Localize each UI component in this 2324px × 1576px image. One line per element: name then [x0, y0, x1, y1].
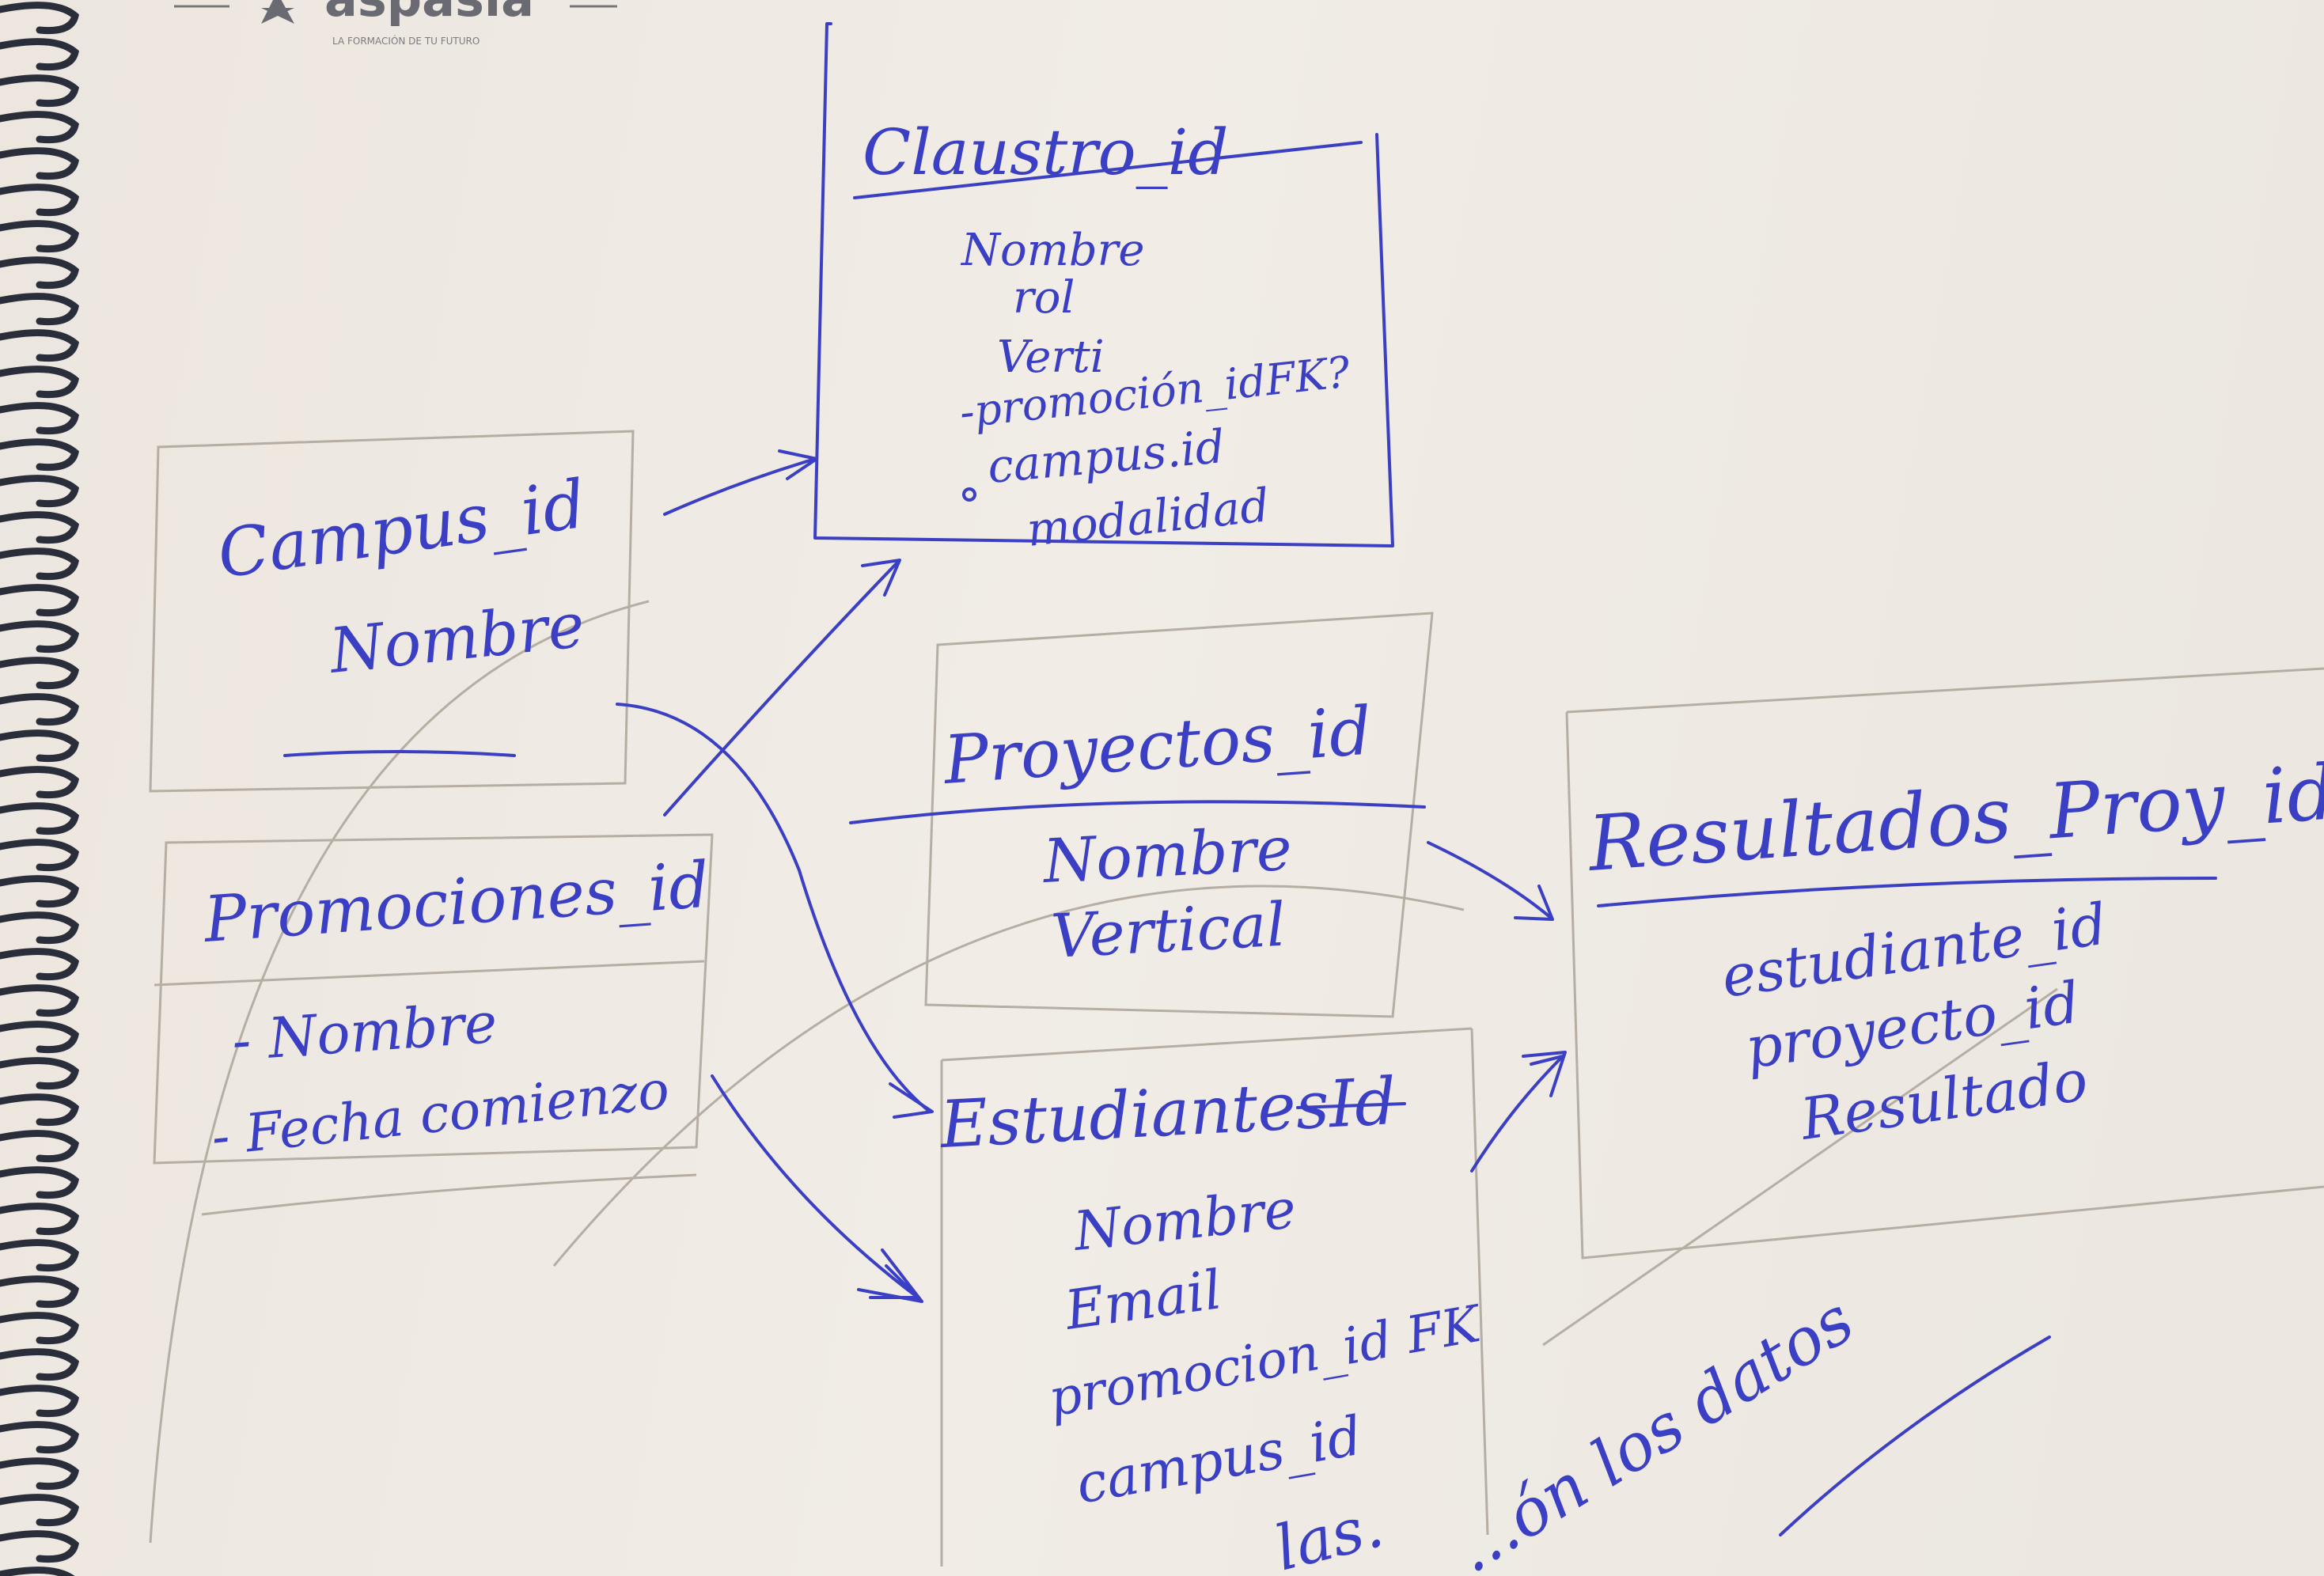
logo-tagline: LA FORMACIÓN DE TU FUTURO: [332, 35, 480, 47]
spiral-ring: [0, 329, 79, 362]
entity-estudiantes-field: Nombre: [1070, 1178, 1299, 1263]
spiral-ring: [0, 1494, 79, 1527]
arrowhead-icon: [778, 449, 818, 480]
entity-estudiantes-title: EstudiantesId: [937, 1064, 1398, 1163]
entity-proyectos-field: Vertical: [1049, 889, 1287, 972]
spiral-ring: [0, 1457, 79, 1491]
spiral-ring: [0, 1530, 79, 1563]
arrow-proyectos-resultados: [1427, 841, 1552, 919]
spiral-ring: [0, 729, 79, 763]
spiral-ring: [0, 111, 79, 144]
spiral-ring: [0, 657, 79, 690]
spiral-ring: [0, 984, 79, 1017]
spiral-ring: [0, 620, 79, 654]
spiral-ring: [0, 293, 79, 326]
entity-estudiantes-field: Email: [1060, 1259, 1225, 1343]
spiral-ring: [0, 875, 79, 908]
spiral-ring: [0, 402, 79, 435]
spiral-ring: [0, 1021, 79, 1054]
spiral-ring: [0, 256, 79, 290]
note-left: las.: [1268, 1490, 1390, 1576]
spiral-ring: [0, 74, 79, 108]
arrow-estudiantes-resultados: [1470, 1055, 1564, 1173]
entity-claustro-field: Verti: [997, 331, 1105, 383]
spiral-ring: [0, 766, 79, 799]
arrow-promociones-claustro: [663, 560, 900, 816]
spiral-ring: [0, 1275, 79, 1309]
entity-claustro-field: Nombre: [960, 225, 1145, 276]
entity-claustro-field: rol: [1013, 272, 1075, 324]
entity-campus: Campus_id Nombre: [149, 430, 635, 793]
spiral-ring: [0, 438, 79, 472]
entity-promociones: Promociones_id - Nombre - Fecha comienzo: [153, 833, 714, 1216]
spiral-ring: [0, 911, 79, 945]
entity-resultados-title: Resultados_Proy_id: [1584, 748, 2324, 888]
entity-campus-title: Campus_id: [213, 465, 590, 593]
entity-claustro-title: Claustro_id: [862, 116, 1228, 189]
entity-promociones-field: - Fecha comienzo: [209, 1059, 673, 1168]
spiral-ring: [0, 802, 79, 835]
spiral-ring: [0, 1166, 79, 1199]
spiral-ring: [0, 547, 79, 581]
spiral-ring: [0, 475, 79, 508]
note-right: ...ón los datos: [1440, 1282, 1867, 1576]
logo-star-icon: [261, 0, 294, 24]
logo-text: aspasia: [324, 0, 534, 28]
spiral-ring: [0, 1348, 79, 1381]
relationship-arrows: [616, 449, 1567, 1303]
entity-estudiantes-field: campus_id: [1071, 1405, 1367, 1517]
entity-promociones-title: Promociones_id: [200, 848, 711, 957]
spiral-ring: [0, 839, 79, 872]
spiral-ring: [0, 184, 79, 217]
spiral-ring: [0, 366, 79, 399]
entity-campus-field: Nombre: [325, 590, 588, 688]
pencil-traces: [149, 600, 2058, 1544]
spiral-ring: [0, 948, 79, 981]
spiral-ring: [0, 511, 79, 544]
entity-estudiantes: EstudiantesId Nombre Email promocion_id …: [937, 1027, 1489, 1567]
spiral-ring: [0, 38, 79, 71]
spiral-ring: [0, 1130, 79, 1163]
spiral-ring: [0, 1093, 79, 1127]
arrow-campus-estudiantes: [616, 703, 931, 1113]
spiral-ring: [0, 147, 79, 180]
note-underline: [1779, 1335, 2051, 1536]
spiral-ring: [0, 2, 79, 35]
entity-proyectos-title: Proyectos_id: [940, 691, 1374, 799]
spiral-ring: [0, 1239, 79, 1272]
arrow-campus-claustro: [663, 457, 817, 516]
spiral-binding: [0, 2, 79, 1576]
entity-claustro: Claustro_id Nombre rol Verti -promoción_…: [813, 22, 1394, 557]
spiral-ring: [0, 1203, 79, 1236]
arrowhead-icon: [861, 559, 901, 597]
spiral-ring: [0, 1057, 79, 1090]
spiral-ring: [0, 1312, 79, 1345]
spiral-ring: [0, 1385, 79, 1418]
entity-resultados: Resultados_Proy_id estudiante_id proyect…: [1565, 667, 2324, 1260]
arrow-promociones-estudiantes: [711, 1074, 919, 1299]
aspasia-logo: aspasia LA FORMACIÓN DE TU FUTURO: [174, 0, 617, 47]
spiral-ring: [0, 693, 79, 726]
spiral-ring: [0, 1567, 75, 1576]
arrowhead-icon: [1514, 885, 1554, 921]
arrowhead-icon: [857, 1248, 923, 1303]
arrowhead-icon: [1522, 1051, 1567, 1097]
spiral-ring: [0, 1421, 79, 1454]
entity-promociones-field: - Nombre: [229, 991, 499, 1074]
spiral-ring: [0, 220, 79, 253]
arrowhead-icon: [889, 1082, 934, 1119]
spiral-ring: [0, 584, 79, 617]
entity-proyectos-field: Nombre: [1040, 813, 1294, 896]
bullet-icon: [962, 487, 976, 502]
